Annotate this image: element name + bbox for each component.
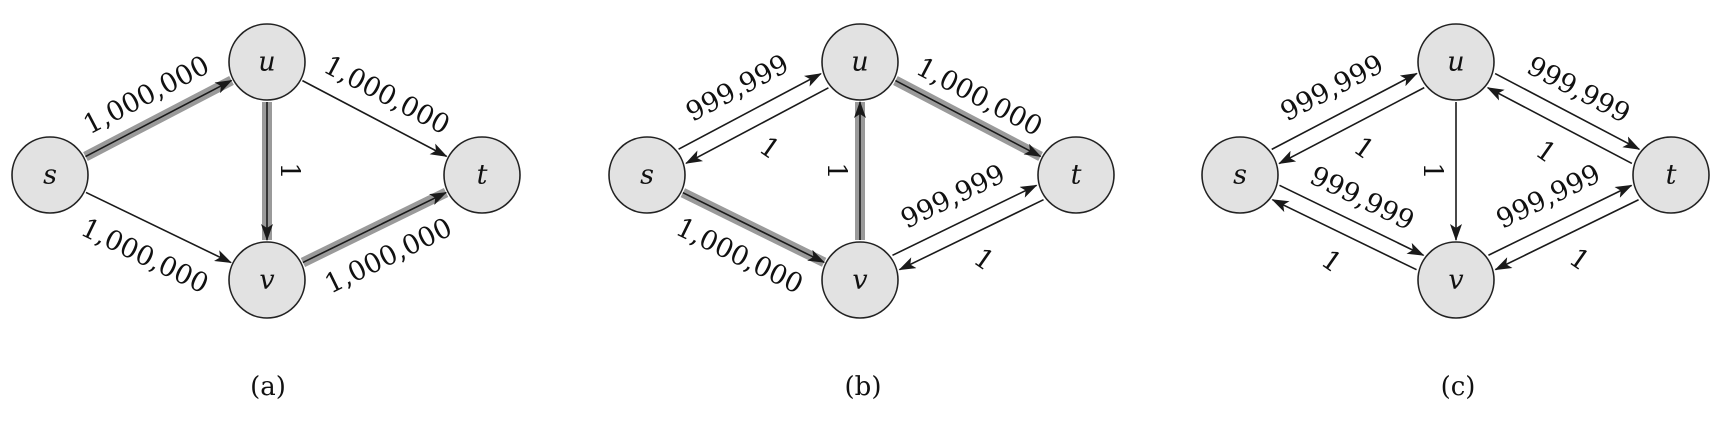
edge-u-v: 1	[261, 102, 305, 241]
edge-capacity-label: 999,999	[681, 49, 794, 129]
edge-arrow	[1279, 184, 1425, 257]
edge-u-v: 1	[1417, 102, 1462, 241]
nodes: s u v t	[11, 23, 521, 319]
node-s: s	[608, 136, 686, 214]
node-u: u	[1417, 23, 1495, 101]
edge-v-t: 1,000,000	[300, 188, 457, 300]
node-circle	[228, 23, 306, 101]
edge-arrow	[1488, 184, 1633, 256]
node-label: s	[1233, 160, 1247, 191]
edge-u-t: 1,000,000	[302, 50, 455, 158]
edge-arrow	[678, 72, 822, 150]
edge-s-u: 999,999	[1271, 49, 1418, 151]
edge-s-v: 1,000,000	[76, 191, 232, 300]
edge-capacity-label: 1	[1530, 135, 1562, 170]
edge-arrow	[1278, 86, 1425, 165]
edge-arrow	[1271, 72, 1418, 151]
node-circle	[608, 136, 686, 214]
node-circle	[1201, 136, 1279, 214]
edge-capacity-label: 1,000,000	[319, 50, 455, 141]
edge-capacity-label: 1	[1315, 244, 1347, 279]
node-circle	[443, 136, 521, 214]
node-circle	[1632, 136, 1710, 214]
node-label: t	[1071, 160, 1082, 191]
node-t: t	[443, 136, 521, 214]
node-v: v	[821, 241, 899, 319]
edge-capacity-label: 1	[754, 131, 786, 166]
edge-s-v: 1,000,000	[671, 188, 827, 300]
nodes: s u v t	[1201, 23, 1710, 319]
node-u: u	[228, 23, 306, 101]
node-t: t	[1632, 136, 1710, 214]
edge-s-u: 999,999	[678, 49, 822, 150]
edge-arrow	[892, 184, 1038, 257]
node-label: t	[477, 160, 488, 191]
edge-arrow	[1271, 198, 1417, 271]
panel-caption: (a)	[250, 372, 286, 402]
edge-u-t: 1,000,000	[893, 52, 1047, 161]
node-label: t	[1666, 160, 1677, 191]
node-circle	[1037, 136, 1115, 214]
node-label: v	[1448, 265, 1463, 296]
edge-capacity-label: 1	[274, 162, 305, 179]
edge-arrow	[895, 79, 1042, 158]
edge-arrow	[1494, 199, 1639, 271]
edge-capacity-label: 1	[968, 242, 1000, 277]
node-circle	[821, 23, 899, 101]
edge-s-u: 1,000,000	[78, 50, 234, 161]
node-circle	[1417, 23, 1495, 101]
node-label: s	[640, 160, 654, 191]
edge-arrow	[85, 79, 233, 158]
node-v: v	[1417, 241, 1495, 319]
node-circle	[1417, 241, 1495, 319]
node-label: v	[852, 265, 867, 296]
edge-arrow	[1486, 86, 1633, 165]
node-u: u	[821, 23, 899, 101]
node-label: v	[259, 265, 274, 296]
edge-capacity-label: 1,000,000	[76, 212, 213, 300]
node-circle	[821, 241, 899, 319]
node-t: t	[1037, 136, 1115, 214]
edge-v-u: 1	[821, 101, 866, 240]
node-label: u	[258, 47, 275, 78]
edge-arrow	[898, 198, 1044, 271]
edge-arrow	[1494, 72, 1641, 151]
node-circle	[11, 136, 89, 214]
node-v: v	[228, 241, 306, 319]
node-label: u	[1447, 47, 1464, 78]
edge-arrow	[682, 191, 826, 264]
node-label: s	[43, 160, 57, 191]
edge-v-t: 999,999	[1488, 159, 1633, 256]
edge-u-t: 999,999	[1494, 50, 1641, 151]
edge-s-v: 999,999	[1279, 160, 1425, 257]
panel-a: 1,000,000 1,000,000 1,000,000 1,000,000 1 s u v…	[11, 23, 521, 402]
panel-caption: (b)	[845, 372, 882, 402]
edge-capacity-label: 999,999	[1276, 49, 1389, 128]
node-label: u	[851, 47, 868, 78]
edge-v-t: 999,999	[892, 159, 1038, 257]
panel-caption: (c)	[1441, 372, 1476, 402]
node-s: s	[11, 136, 89, 214]
node-s: s	[1201, 136, 1279, 214]
edge-arrow	[302, 79, 448, 158]
edge-arrow	[85, 191, 232, 264]
edge-capacity-label: 1	[821, 162, 852, 179]
edge-capacity-label: 1	[1348, 131, 1380, 166]
nodes: s u v t	[608, 23, 1115, 319]
edge-arrow	[302, 191, 447, 264]
edge-arrow	[685, 87, 829, 165]
node-circle	[228, 241, 306, 319]
edge-capacity-label: 1	[1417, 162, 1448, 179]
edge-capacity-label: 1	[1563, 242, 1595, 277]
